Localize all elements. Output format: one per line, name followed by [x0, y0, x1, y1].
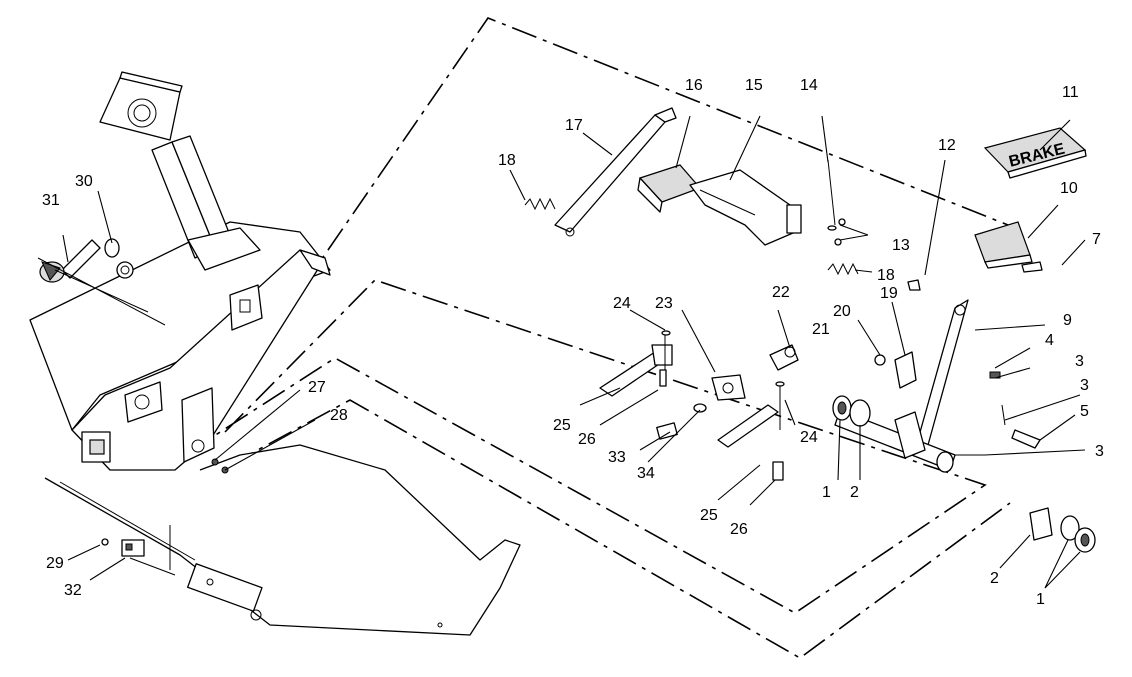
callout-25-left: 25: [553, 417, 571, 434]
callout-6: 4: [1045, 332, 1054, 349]
callout-3-lower: 3: [1095, 443, 1104, 460]
callout-14: 14: [800, 77, 818, 94]
callout-16: 16: [685, 77, 703, 94]
pivot-shaft: [832, 395, 1096, 553]
callout-18-upper: 18: [498, 152, 516, 169]
callout-26-left: 26: [578, 431, 596, 448]
callout-labels: 31 30 17 16 15 14 18 11 12 10 7 13 18 9 …: [42, 77, 1104, 608]
callout-4: 5: [1080, 403, 1089, 420]
callout-5: 3: [1075, 353, 1084, 370]
callout-25-right: 25: [700, 507, 718, 524]
callout-17: 17: [565, 117, 583, 134]
callout-13: 13: [892, 237, 910, 254]
callout-30: 31: [42, 192, 60, 209]
callout-24-right: 24: [800, 429, 818, 446]
callout-28: 28: [330, 407, 348, 424]
callout-24-left: 24: [613, 295, 631, 312]
callout-1-lower: 1: [1036, 591, 1045, 608]
callout-31: 29: [46, 555, 64, 572]
callout-26-right: 26: [730, 521, 748, 538]
callout-2-middle: 2: [850, 484, 859, 501]
callout-2-lower: 2: [990, 570, 999, 587]
leader-lines: [62, 115, 1086, 589]
callout-20: 20: [833, 303, 851, 320]
callout-11: 11: [1062, 84, 1079, 101]
throttle-parts: [37, 238, 166, 326]
lower-panel: [44, 444, 521, 636]
callout-32: 32: [64, 582, 82, 599]
callout-19: 19: [880, 285, 898, 302]
callout-18-lower: 18: [877, 267, 895, 284]
brake-pad-11: BRAKE: [983, 127, 1087, 179]
callout-1-middle: 1: [822, 484, 831, 501]
callout-33: 33: [608, 449, 626, 466]
callout-10: 10: [1060, 180, 1078, 197]
callout-21: 21: [812, 321, 830, 338]
callout-34: 34: [637, 465, 655, 482]
callout-7: 7: [1092, 231, 1101, 248]
pedal-arm-assembly: [524, 107, 859, 276]
frame-assembly: [29, 71, 331, 471]
callout-29: 30: [75, 173, 93, 190]
callout-3-upper: 3: [1080, 377, 1089, 394]
callout-22: 22: [772, 284, 790, 301]
callout-12: 12: [938, 137, 956, 154]
callout-23: 23: [655, 295, 673, 312]
callout-15: 15: [745, 77, 763, 94]
callout-9: 9: [1063, 312, 1072, 329]
brake-pedal: BRAKE: [907, 127, 1087, 451]
callout-27: 27: [308, 379, 326, 396]
